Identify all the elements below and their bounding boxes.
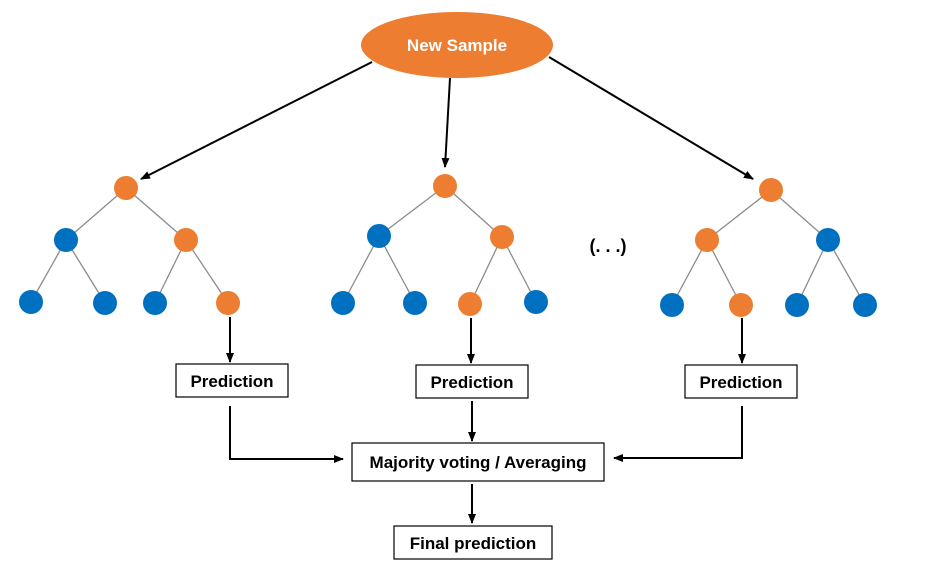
tree-3-node-blue xyxy=(816,228,840,252)
root-to-tree-3-arrow xyxy=(548,56,754,180)
prediction-label-2: Prediction xyxy=(430,373,513,392)
tree-2-node-orange xyxy=(458,292,482,316)
prediction-box-2: Prediction xyxy=(415,364,529,399)
tree-1-edge xyxy=(65,187,127,241)
tree-2-edge xyxy=(378,185,446,237)
tree-1-node-blue xyxy=(93,291,117,315)
prediction-3-to-aggregate-arrow xyxy=(613,406,743,462)
tree-3-edge xyxy=(706,239,742,306)
tree-1-node-orange xyxy=(114,176,138,200)
prediction-box-3: Prediction xyxy=(684,364,798,399)
tree-2-node-blue xyxy=(524,290,548,314)
prediction-1-to-aggregate-arrow xyxy=(229,406,344,463)
final-prediction-label: Final prediction xyxy=(410,534,537,553)
tree-3-edge xyxy=(827,239,866,306)
prediction-label-3: Prediction xyxy=(699,373,782,392)
tree-1-node-orange xyxy=(216,291,240,315)
aggregate-box: Majority voting / Averaging xyxy=(351,442,605,482)
aggregate-label: Majority voting / Averaging xyxy=(370,453,587,472)
tree-3-node-orange xyxy=(729,293,753,317)
root-to-tree-1-arrow xyxy=(140,61,373,180)
tree-2-node-blue xyxy=(367,224,391,248)
more-trees-ellipsis: (. . .) xyxy=(590,236,627,256)
tree-1-node-orange xyxy=(174,228,198,252)
tree-2-node-orange xyxy=(433,174,457,198)
tree-1-node-blue xyxy=(19,290,43,314)
tree-2-node-blue xyxy=(403,291,427,315)
tree-1-edge xyxy=(125,187,187,241)
decision-trees xyxy=(19,174,877,317)
tree-3-edge xyxy=(796,239,829,306)
tree-3 xyxy=(660,178,877,317)
tree-1-node-blue xyxy=(54,228,78,252)
new-sample-ellipse xyxy=(361,12,553,78)
new-sample-label: New Sample xyxy=(407,36,507,55)
tree-2-edge xyxy=(378,235,416,304)
tree-1-node-blue xyxy=(143,291,167,315)
tree-1-edge xyxy=(185,239,229,304)
tree-3-edge xyxy=(706,189,772,241)
final-prediction-box: Final prediction xyxy=(393,525,553,560)
prediction-box-1: Prediction xyxy=(175,363,289,398)
tree-2-edge xyxy=(444,185,503,238)
tree-2-edge xyxy=(469,236,503,305)
tree-2-edge xyxy=(342,235,380,304)
root-to-tree-2-arrow xyxy=(441,77,451,168)
tree-3-node-orange xyxy=(695,228,719,252)
tree-2 xyxy=(331,174,548,316)
tree-3-node-blue xyxy=(853,293,877,317)
tree-2-edge xyxy=(501,236,537,303)
tree-3-node-blue xyxy=(785,293,809,317)
tree-3-edge xyxy=(671,239,708,306)
tree-2-node-blue xyxy=(331,291,355,315)
tree-3-node-orange xyxy=(759,178,783,202)
prediction-label-1: Prediction xyxy=(190,372,273,391)
tree-3-edge xyxy=(770,189,829,241)
tree-1 xyxy=(19,176,240,315)
tree-1-edge xyxy=(65,239,106,304)
tree-3-node-blue xyxy=(660,293,684,317)
tree-2-node-orange xyxy=(490,225,514,249)
new-sample-node: New Sample xyxy=(361,12,553,78)
